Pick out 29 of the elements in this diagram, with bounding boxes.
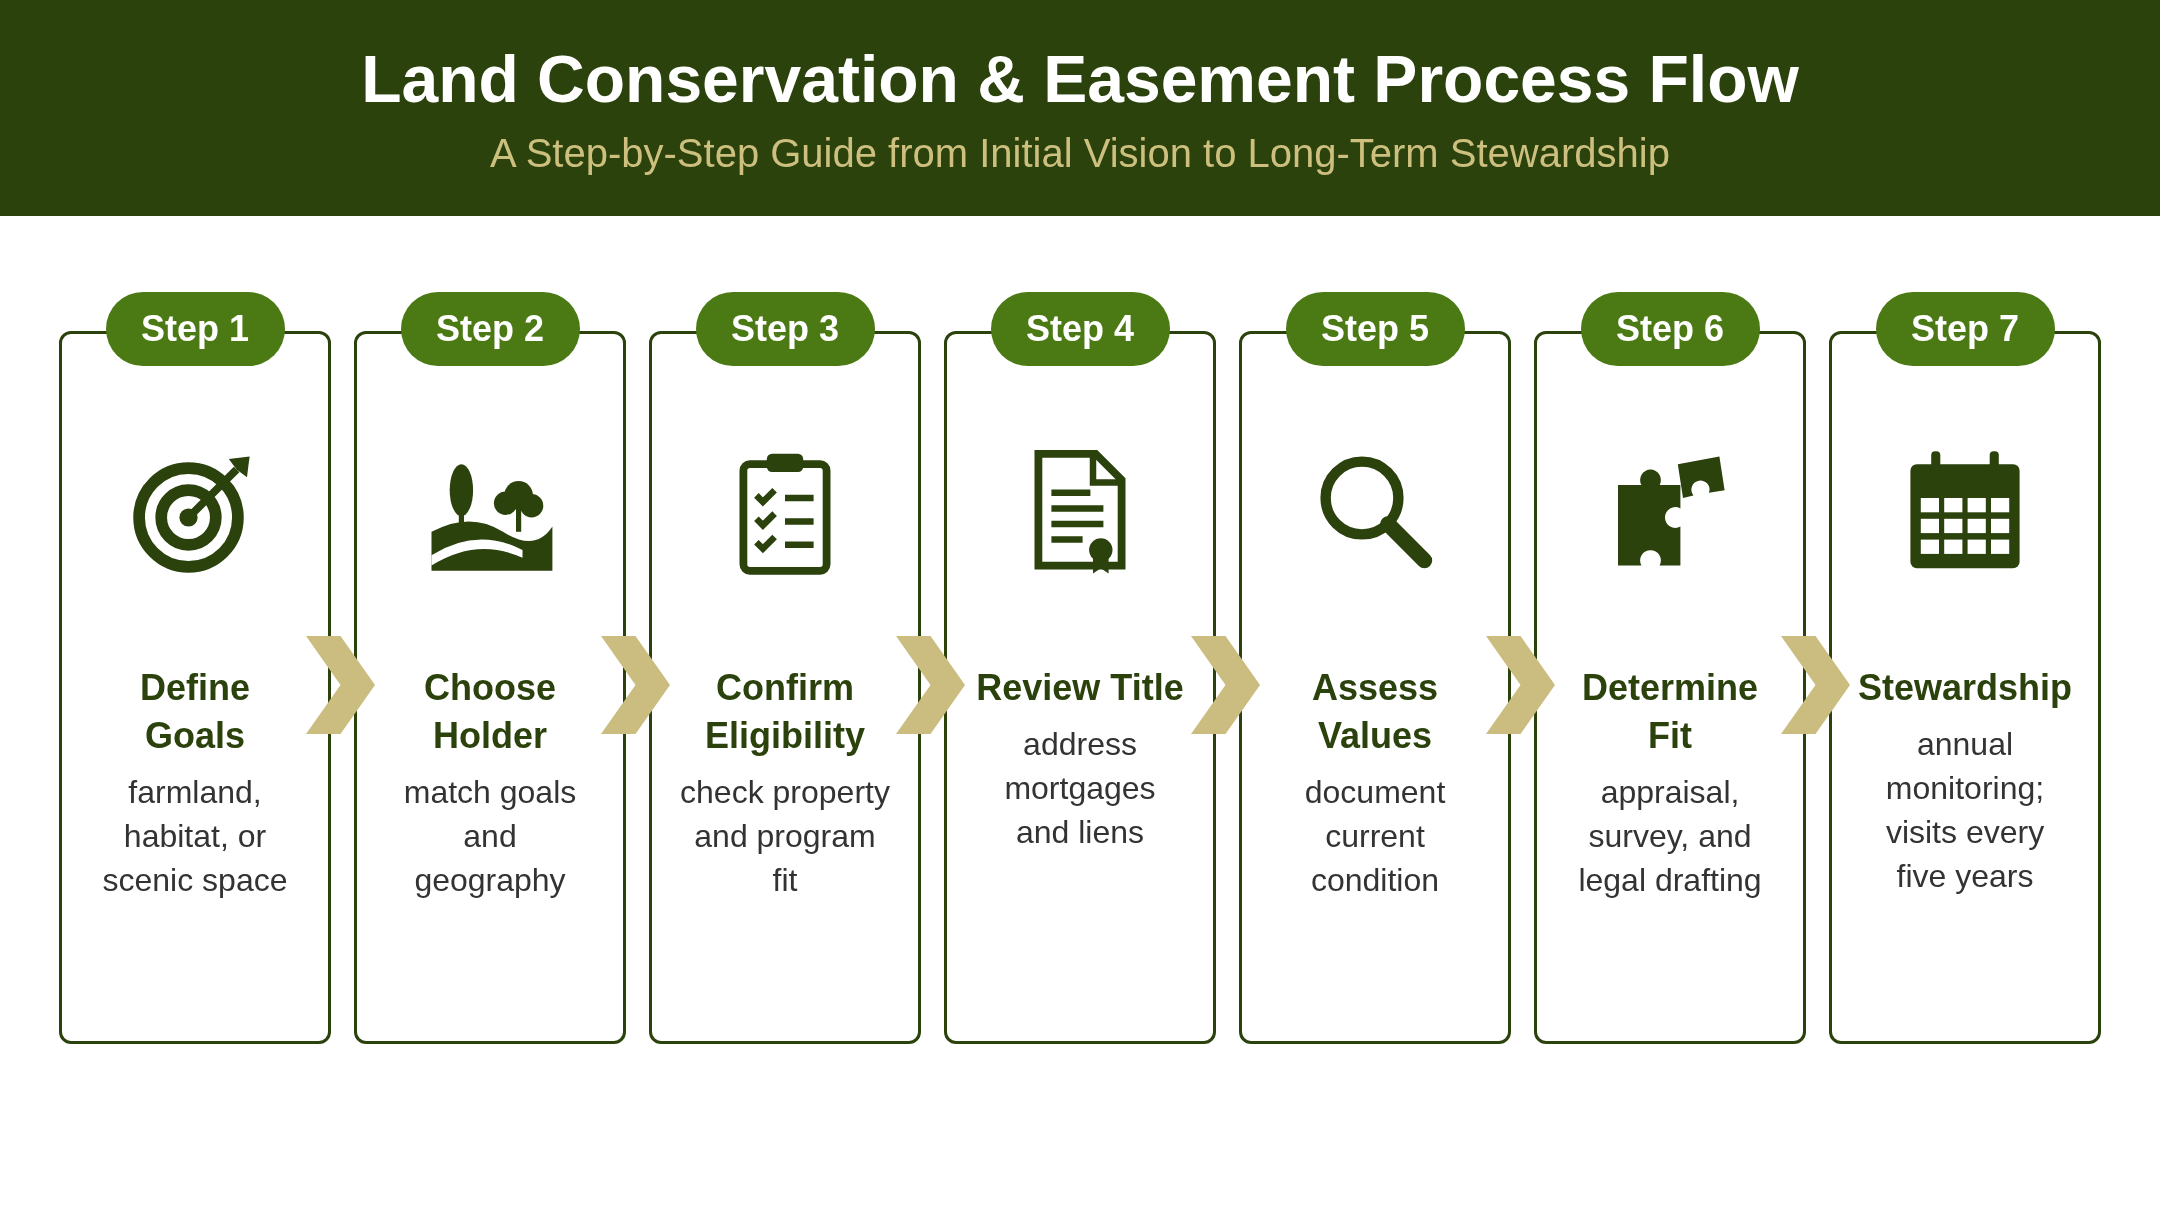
step-description: appraisal, survey, and legal drafting <box>1577 773 1763 900</box>
step-title: Stewardship <box>1857 666 2073 710</box>
chevron-arrow <box>896 636 965 734</box>
chevron-arrow <box>1781 636 1850 734</box>
chevron-arrow <box>1191 636 1260 734</box>
step-description: document current condition <box>1303 773 1447 900</box>
step-badge: Step 6 <box>1580 292 1760 366</box>
chevron-arrow <box>1486 636 1555 734</box>
step-title: Review Title <box>976 666 1184 710</box>
step-badge: Step 7 <box>1875 292 2055 366</box>
step-description: match goals and geography <box>402 773 578 900</box>
step-badge: Step 4 <box>990 292 1170 366</box>
step-title: Assess Values <box>1310 666 1440 758</box>
step-title: Define Goals <box>139 666 251 758</box>
step-description: address mortgages and liens <box>1003 725 1157 852</box>
step-title: Choose Holder <box>423 666 557 758</box>
title: Land Conservation & Easement Process Flow <box>361 40 1799 118</box>
step-description: check property and program fit <box>679 773 891 900</box>
chevron-arrow <box>306 636 375 734</box>
step-badge: Step 1 <box>105 292 285 366</box>
step-title: Determine Fit <box>1580 666 1760 758</box>
step-badge: Step 5 <box>1285 292 1465 366</box>
step-description: farmland, habitat, or scenic space <box>101 773 289 900</box>
step-title: Confirm Eligibility <box>704 666 866 758</box>
step-badge: Step 3 <box>695 292 875 366</box>
subtitle: A Step-by-Step Guide from Initial Vision to Long-Term Stewardship <box>490 130 1670 178</box>
chevron-arrow <box>601 636 670 734</box>
step-description: annual monitoring; visits every five years <box>1884 725 2046 896</box>
step-badge: Step 2 <box>400 292 580 366</box>
